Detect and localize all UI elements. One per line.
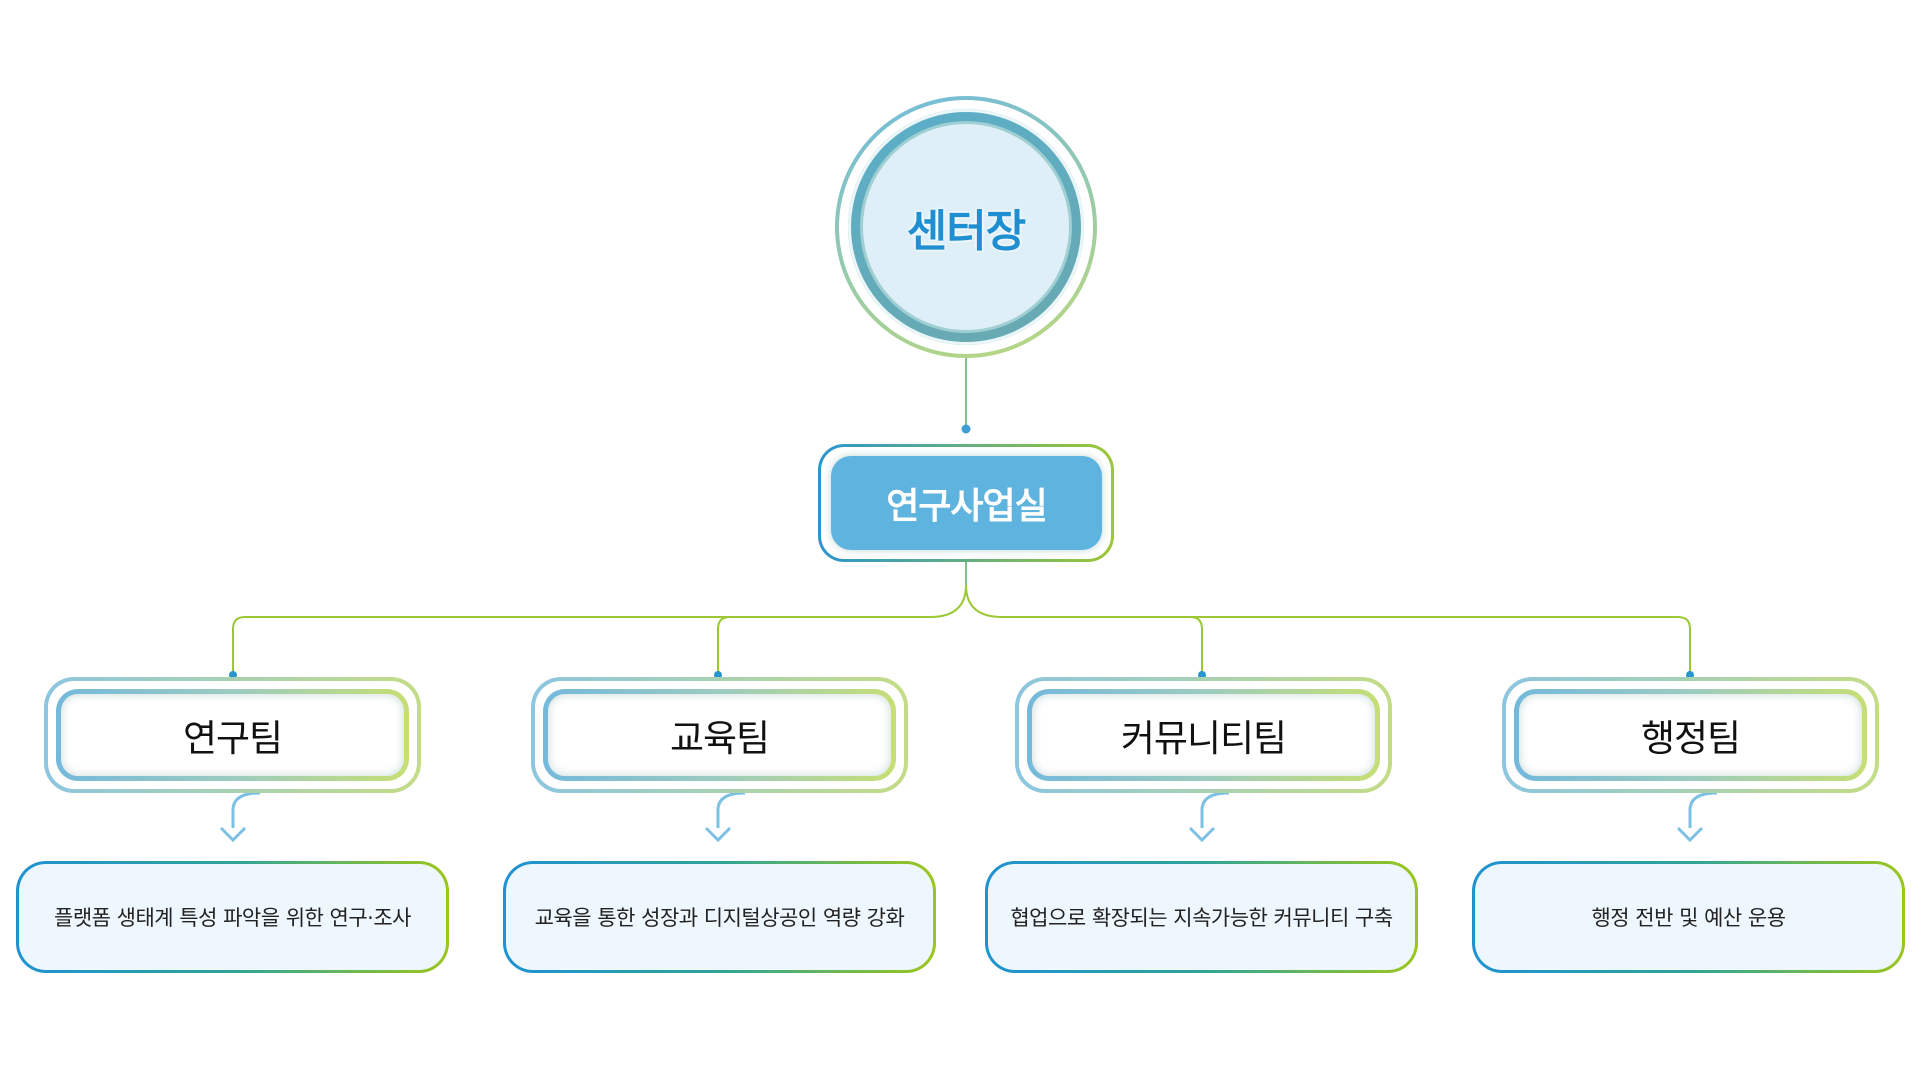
connector-dot xyxy=(714,671,722,679)
connector-dot xyxy=(229,671,237,679)
team-description-education: 교육을 통한 성장과 디지털상공인 역량 강화 xyxy=(503,861,936,973)
description-text: 교육을 통한 성장과 디지털상공인 역량 강화 xyxy=(534,906,905,930)
branch-community xyxy=(1189,616,1203,673)
branch-left xyxy=(232,584,967,673)
branch-right xyxy=(965,584,1691,673)
description-text: 협업으로 확장되는 지속가능한 커뮤니티 구축 xyxy=(1010,906,1393,930)
office-node: 연구사업실 xyxy=(831,456,1102,550)
ceo-node: 센터장 xyxy=(860,121,1072,333)
description-text: 플랫폼 생태계 특성 파악을 위한 연구·조사 xyxy=(54,906,412,930)
team-description-research: 플랫폼 생태계 특성 파악을 위한 연구·조사 xyxy=(16,861,449,973)
team-label: 교육팀 xyxy=(669,717,770,760)
description-text: 행정 전반 및 예산 운용 xyxy=(1591,906,1786,930)
arrow-down-icon xyxy=(1676,791,1718,843)
team-description-community: 협업으로 확장되는 지속가능한 커뮤니티 구축 xyxy=(985,861,1418,973)
arrow-down-icon xyxy=(219,791,261,843)
arrow-down-icon xyxy=(1188,791,1230,843)
connector-dot xyxy=(1686,671,1694,679)
office-label: 연구사업실 xyxy=(886,486,1048,527)
team-node-research: 연구팀 xyxy=(44,677,421,793)
ceo-label: 센터장 xyxy=(906,206,1026,257)
connector-dot xyxy=(1198,671,1206,679)
team-description-admin: 행정 전반 및 예산 운용 xyxy=(1472,861,1905,973)
team-node-community: 커뮤니티팀 xyxy=(1015,677,1392,793)
team-node-admin: 행정팀 xyxy=(1502,677,1879,793)
arrow-down-icon xyxy=(704,791,746,843)
team-label: 커뮤니티팀 xyxy=(1120,717,1287,760)
team-label: 행정팀 xyxy=(1640,717,1741,760)
connector-dot xyxy=(961,424,971,434)
team-node-education: 교육팀 xyxy=(531,677,908,793)
team-label: 연구팀 xyxy=(182,717,283,760)
branch-edu xyxy=(717,616,731,673)
